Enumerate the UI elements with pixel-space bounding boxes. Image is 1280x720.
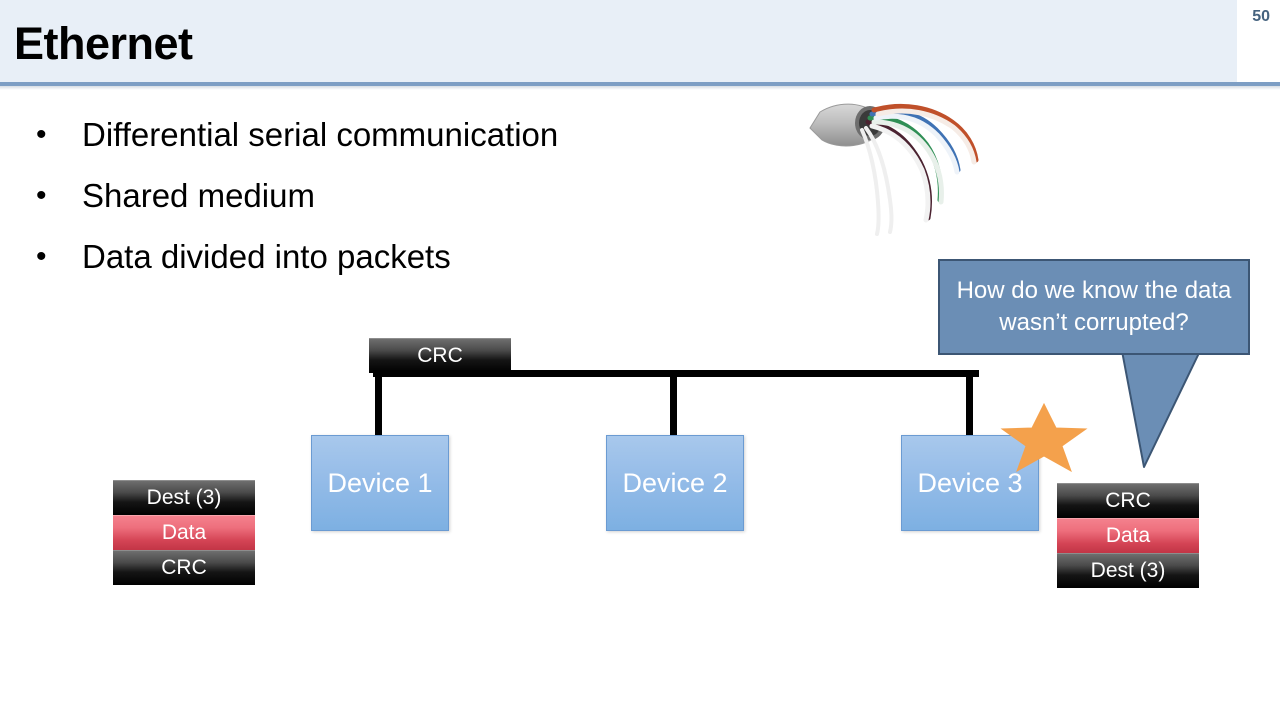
device-label: Device 2 bbox=[622, 467, 728, 498]
bullet-marker-icon: • bbox=[36, 240, 47, 273]
list-item: • Data divided into packets bbox=[30, 234, 790, 295]
device-label: Device 1 bbox=[327, 467, 433, 498]
packet-segment-label: CRC bbox=[161, 556, 207, 579]
bullet-marker-icon: • bbox=[36, 118, 47, 151]
packet-segment: CRC bbox=[1057, 483, 1199, 518]
device-node-2[interactable]: Device 2 bbox=[606, 435, 744, 531]
outgoing-packet-stack: Dest (3) Data CRC bbox=[113, 480, 255, 585]
callout-body: How do we know the data wasn’t corrupted… bbox=[938, 259, 1250, 355]
bullet-text: Data divided into packets bbox=[82, 238, 451, 275]
bullet-list: • Differential serial communication • Sh… bbox=[30, 112, 790, 295]
packet-segment: Dest (3) bbox=[1057, 553, 1199, 588]
bus-drop-device-2 bbox=[670, 373, 677, 437]
packet-segment-label: CRC bbox=[1105, 489, 1151, 512]
packet-segment: Dest (3) bbox=[113, 480, 255, 515]
packet-segment: CRC bbox=[113, 550, 255, 585]
device-node-3[interactable]: Device 3 bbox=[901, 435, 1039, 531]
title-divider-shadow bbox=[0, 86, 1280, 90]
packet-segment: CRC bbox=[369, 338, 511, 373]
callout-text: How do we know the data wasn’t corrupted… bbox=[956, 277, 1232, 336]
device-node-1[interactable]: Device 1 bbox=[311, 435, 449, 531]
list-item: • Shared medium bbox=[30, 173, 790, 234]
packet-segment-label: Dest (3) bbox=[146, 486, 222, 509]
packet-segment-label: Data bbox=[161, 521, 207, 544]
bus-drop-device-3 bbox=[966, 373, 973, 437]
collision-star-icon bbox=[998, 402, 1090, 473]
bus-crc-packet: CRC bbox=[369, 338, 511, 373]
list-item: • Differential serial communication bbox=[30, 112, 790, 173]
bullet-text: Shared medium bbox=[82, 177, 315, 214]
packet-segment: Data bbox=[1057, 518, 1199, 553]
title-divider bbox=[0, 82, 1280, 86]
slide-number: 50 bbox=[1252, 8, 1270, 25]
device-label: Device 3 bbox=[917, 467, 1023, 498]
callout-bubble: How do we know the data wasn’t corrupted… bbox=[930, 255, 1260, 470]
packet-segment-label: Data bbox=[1105, 524, 1151, 547]
bullet-text: Differential serial communication bbox=[82, 116, 559, 153]
title-band bbox=[0, 0, 1237, 82]
incoming-packet-stack: CRC Data Dest (3) bbox=[1057, 483, 1199, 588]
bus-drop-device-1 bbox=[375, 373, 382, 437]
packet-segment: Data bbox=[113, 515, 255, 550]
bullet-marker-icon: • bbox=[36, 179, 47, 212]
packet-segment-label: CRC bbox=[417, 344, 463, 367]
packet-segment-label: Dest (3) bbox=[1090, 559, 1166, 582]
ethernet-cable-image bbox=[808, 96, 1004, 244]
page-title: Ethernet bbox=[14, 18, 193, 69]
